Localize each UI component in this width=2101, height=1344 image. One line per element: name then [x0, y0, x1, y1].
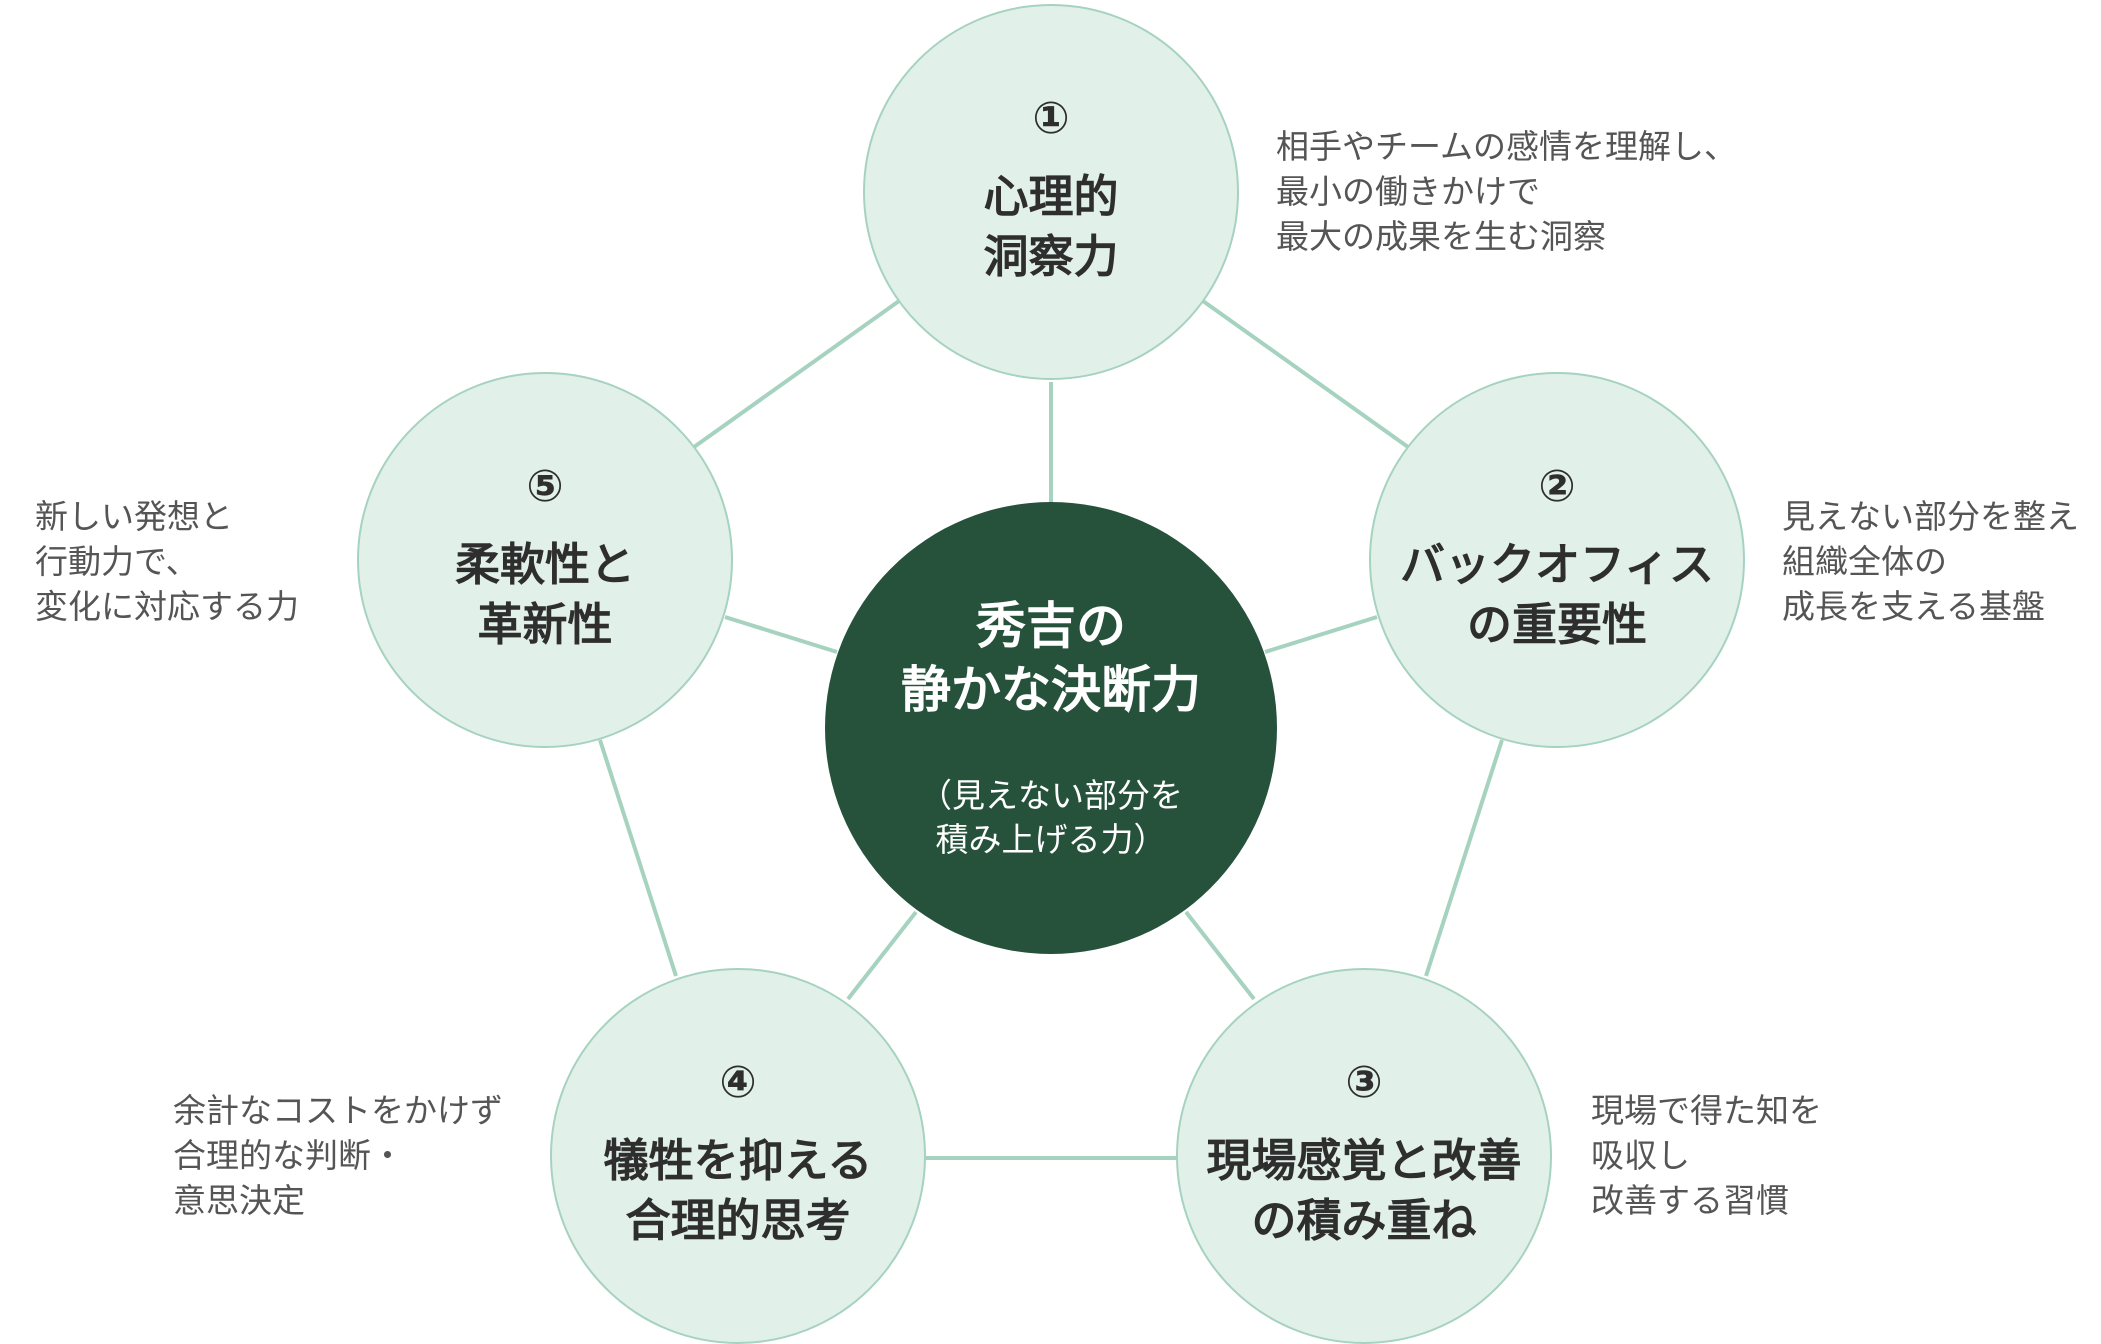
node-2-back-office: ② バックオフィス の重要性 [1369, 372, 1745, 748]
connector-spoke-2 [1264, 615, 1378, 654]
connector-ring-4-5 [598, 739, 678, 977]
node-2-number: ② [1538, 461, 1576, 512]
connector-spoke-4 [846, 910, 918, 1001]
node-5-flexibility-innovation: ⑤ 柔軟性と 革新性 [357, 372, 733, 748]
node-4-description: 余計なコストをかけず 合理的な判断・ 意思決定 [173, 1091, 503, 1220]
node-3-title: 現場感覚と改善 の積み重ね [1206, 1134, 1522, 1247]
node-2-title: バックオフィス の重要性 [1399, 538, 1715, 651]
connector-spoke-5 [724, 615, 838, 654]
connector-ring-5-1 [692, 299, 901, 449]
node-3-field-improvement: ③ 現場感覚と改善 の積み重ね [1176, 968, 1552, 1344]
node-4-number: ④ [719, 1057, 757, 1108]
center-subtitle: （見えない部分を 積み上げる力） [919, 776, 1183, 859]
node-5-number: ⑤ [526, 461, 564, 512]
node-4-rational-thinking: ④ 犠牲を抑える 合理的思考 [550, 968, 926, 1344]
center-title: 秀吉の 静かな決断力 [901, 597, 1201, 719]
connector-ring-2-3 [1424, 739, 1504, 977]
center-node: 秀吉の 静かな決断力 （見えない部分を 積み上げる力） [825, 502, 1277, 954]
node-1-number: ① [1032, 93, 1070, 144]
node-1-title: 心理的 洞察力 [983, 170, 1119, 283]
node-3-number: ③ [1345, 1057, 1383, 1108]
node-3-description: 現場で得た知を 吸収し 改善する習慣 [1591, 1091, 1822, 1220]
connector-spoke-3 [1184, 910, 1256, 1001]
node-1-psychological-insight: ① 心理的 洞察力 [863, 4, 1239, 380]
node-5-description: 新しい発想と 行動力で、 変化に対応する力 [35, 497, 299, 626]
connector-ring-1-2 [1201, 299, 1410, 449]
node-1-description: 相手やチームの感情を理解し、 最小の働きかけで 最大の成果を生む洞察 [1276, 127, 1738, 256]
node-4-title: 犠牲を抑える 合理的思考 [603, 1134, 873, 1247]
node-5-title: 柔軟性と 革新性 [454, 538, 635, 651]
node-2-description: 見えない部分を整え 組織全体の 成長を支える基盤 [1782, 497, 2079, 626]
